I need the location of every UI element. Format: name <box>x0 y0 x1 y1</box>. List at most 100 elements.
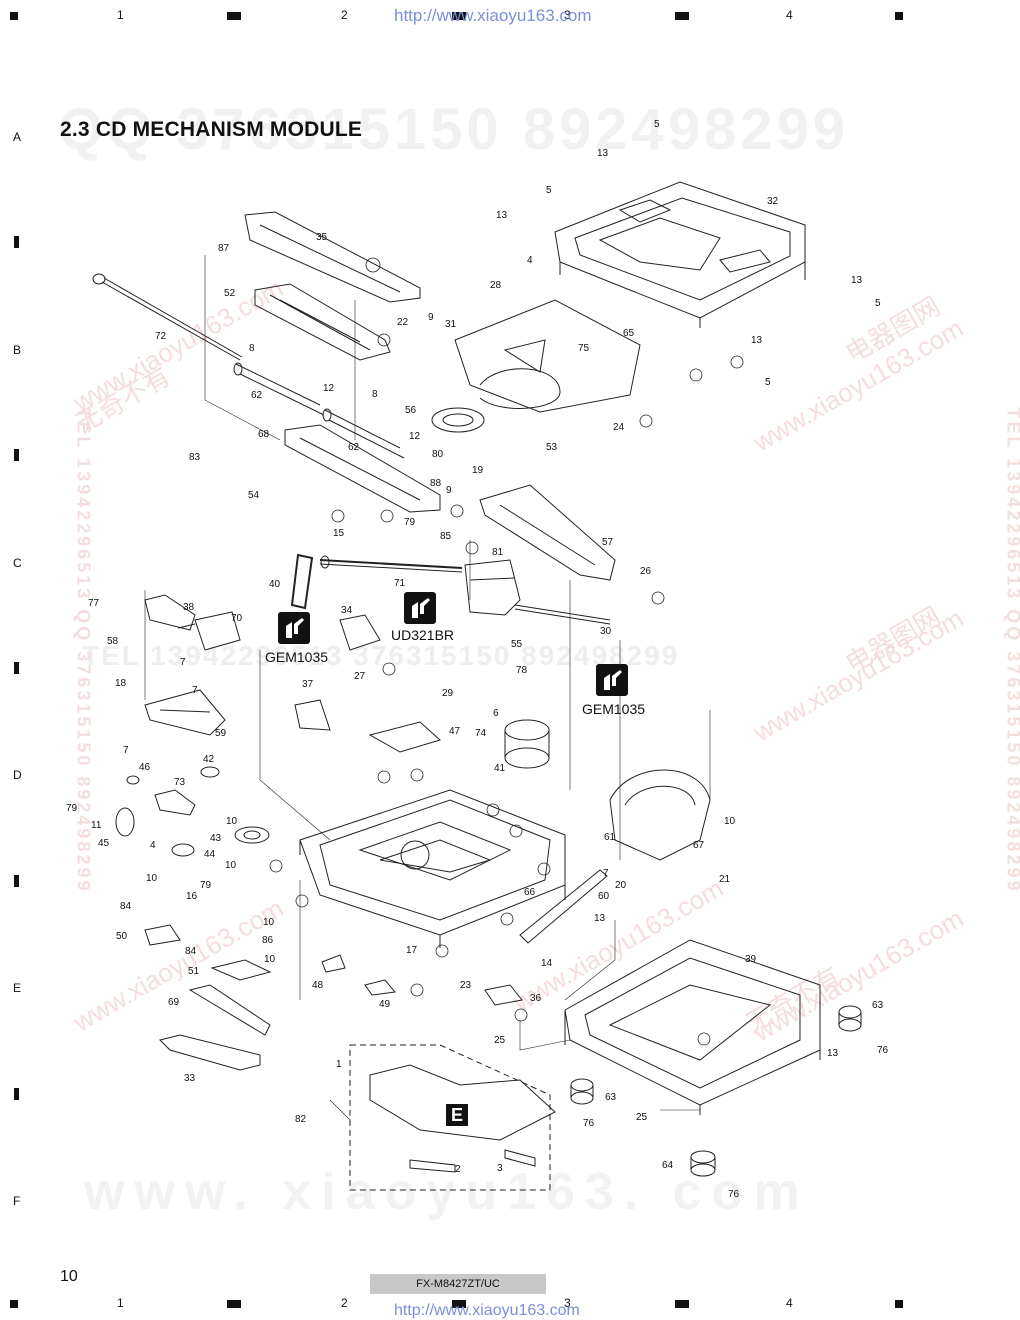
main-chassis <box>299 789 566 948</box>
part-label: 50 <box>116 931 128 942</box>
part-label: 10 <box>724 816 736 827</box>
part-label: 45 <box>98 838 110 849</box>
grease-icon-3 <box>596 664 628 696</box>
part-label: 53 <box>546 442 558 453</box>
frame-67 <box>609 769 711 861</box>
row-letter-e: E <box>13 981 22 995</box>
part-label: 57 <box>602 537 614 548</box>
side-mark-4 <box>14 875 19 887</box>
source-url-top[interactable]: http://www.xiaoyu163.com <box>394 6 592 25</box>
part-label: 5 <box>546 185 552 196</box>
part-label: 40 <box>269 579 281 590</box>
part-label: 78 <box>516 665 528 676</box>
row-letter-c: C <box>13 556 22 570</box>
gear-cluster-left <box>115 766 270 857</box>
row-letter-f: F <box>13 1194 21 1208</box>
part-label: 1 <box>336 1059 342 1070</box>
part-label: 62 <box>348 442 360 453</box>
part-label: 73 <box>174 777 186 788</box>
part-label: 76 <box>877 1045 889 1056</box>
part-label: 7 <box>603 868 609 879</box>
part-label: 12 <box>409 431 421 442</box>
part-label: 5 <box>875 298 881 309</box>
lever-60 <box>519 869 608 944</box>
bracket-59 <box>144 594 226 736</box>
lower-frame-39 <box>564 939 821 1115</box>
part-label: 8 <box>372 389 378 400</box>
part-label: 48 <box>312 980 324 991</box>
part-label: 7 <box>123 745 129 756</box>
part-label: 21 <box>719 874 731 885</box>
row-letter-a: A <box>13 130 22 144</box>
model-name: FX-M8427ZT/UC <box>370 1274 546 1294</box>
part-label: 43 <box>210 833 222 844</box>
pcb-assembly-box <box>349 1044 551 1191</box>
part-label: 84 <box>120 901 132 912</box>
part-label: 49 <box>379 999 391 1010</box>
part-label: 26 <box>640 566 652 577</box>
part-label: 67 <box>693 840 705 851</box>
shaft-72 <box>92 273 243 361</box>
part-label: 65 <box>623 328 635 339</box>
part-label: 84 <box>185 946 197 957</box>
part-label: 5 <box>654 119 660 130</box>
side-mark-3 <box>14 662 19 674</box>
part-label: 64 <box>662 1160 674 1171</box>
frame-mark-bottom-2 <box>452 1300 466 1308</box>
part-label: 52 <box>224 288 236 299</box>
corner-mark-top-left <box>10 12 18 20</box>
part-label: 33 <box>184 1073 196 1084</box>
grease-icon-1 <box>278 612 310 644</box>
gear-56 <box>431 407 485 433</box>
part-label: 80 <box>432 449 444 460</box>
page-number: 10 <box>60 1268 78 1285</box>
part-label: 25 <box>636 1112 648 1123</box>
part-label: 10 <box>225 860 237 871</box>
bracket-47 <box>368 721 441 753</box>
lever-69 <box>188 984 271 1036</box>
row-letter-d: D <box>13 768 22 782</box>
part-label: 68 <box>258 429 270 440</box>
part-label: 5 <box>765 377 771 388</box>
frame-mark-top-1 <box>227 12 241 20</box>
part-48 <box>321 954 346 973</box>
part-label: 16 <box>186 891 198 902</box>
frame-mark-bottom-3 <box>675 1300 689 1308</box>
part-label: 44 <box>204 849 216 860</box>
connector-2 <box>409 1159 456 1173</box>
part-label: 66 <box>524 887 536 898</box>
part-label: 70 <box>231 613 243 624</box>
section-badge-e: E <box>446 1104 468 1126</box>
part-label: 77 <box>88 598 100 609</box>
side-mark-1 <box>14 236 19 248</box>
watermark-site-bottom: www. xiaoyu163. com <box>84 1163 810 1221</box>
part-label: 38 <box>183 602 195 613</box>
part-label: 31 <box>445 319 457 330</box>
arm-57 <box>479 484 616 581</box>
part-label: 13 <box>594 913 606 924</box>
column-number-1-bottom: 1 <box>117 1296 124 1310</box>
part-label: 71 <box>394 578 406 589</box>
spindle-motor-74 <box>504 719 550 769</box>
corner-mark-bottom-right <box>895 1300 903 1308</box>
part-label: 62 <box>251 390 263 401</box>
watermark-qq-middle: TEL 13942296513 376315150 892498299 <box>82 640 680 671</box>
part-label: 20 <box>615 880 627 891</box>
column-number-4-bottom: 4 <box>786 1296 793 1310</box>
part-label: 56 <box>405 405 417 416</box>
grease-label-3: GEM1035 <box>582 701 646 717</box>
part-label: 79 <box>66 803 78 814</box>
frame-mark-bottom-1 <box>227 1300 241 1308</box>
plate-75 <box>454 299 641 413</box>
bracket-35 <box>244 211 421 303</box>
feed-screw-71 <box>319 555 463 573</box>
connector-3 <box>504 1149 536 1167</box>
part-label: 46 <box>139 762 151 773</box>
part-label: 75 <box>578 343 590 354</box>
leader-lines <box>144 255 711 1121</box>
side-mark-5 <box>14 1088 19 1100</box>
source-url-bottom[interactable]: http://www.xiaoyu163.com <box>394 1302 580 1319</box>
part-label: 63 <box>872 1000 884 1011</box>
part-label: 36 <box>530 993 542 1004</box>
